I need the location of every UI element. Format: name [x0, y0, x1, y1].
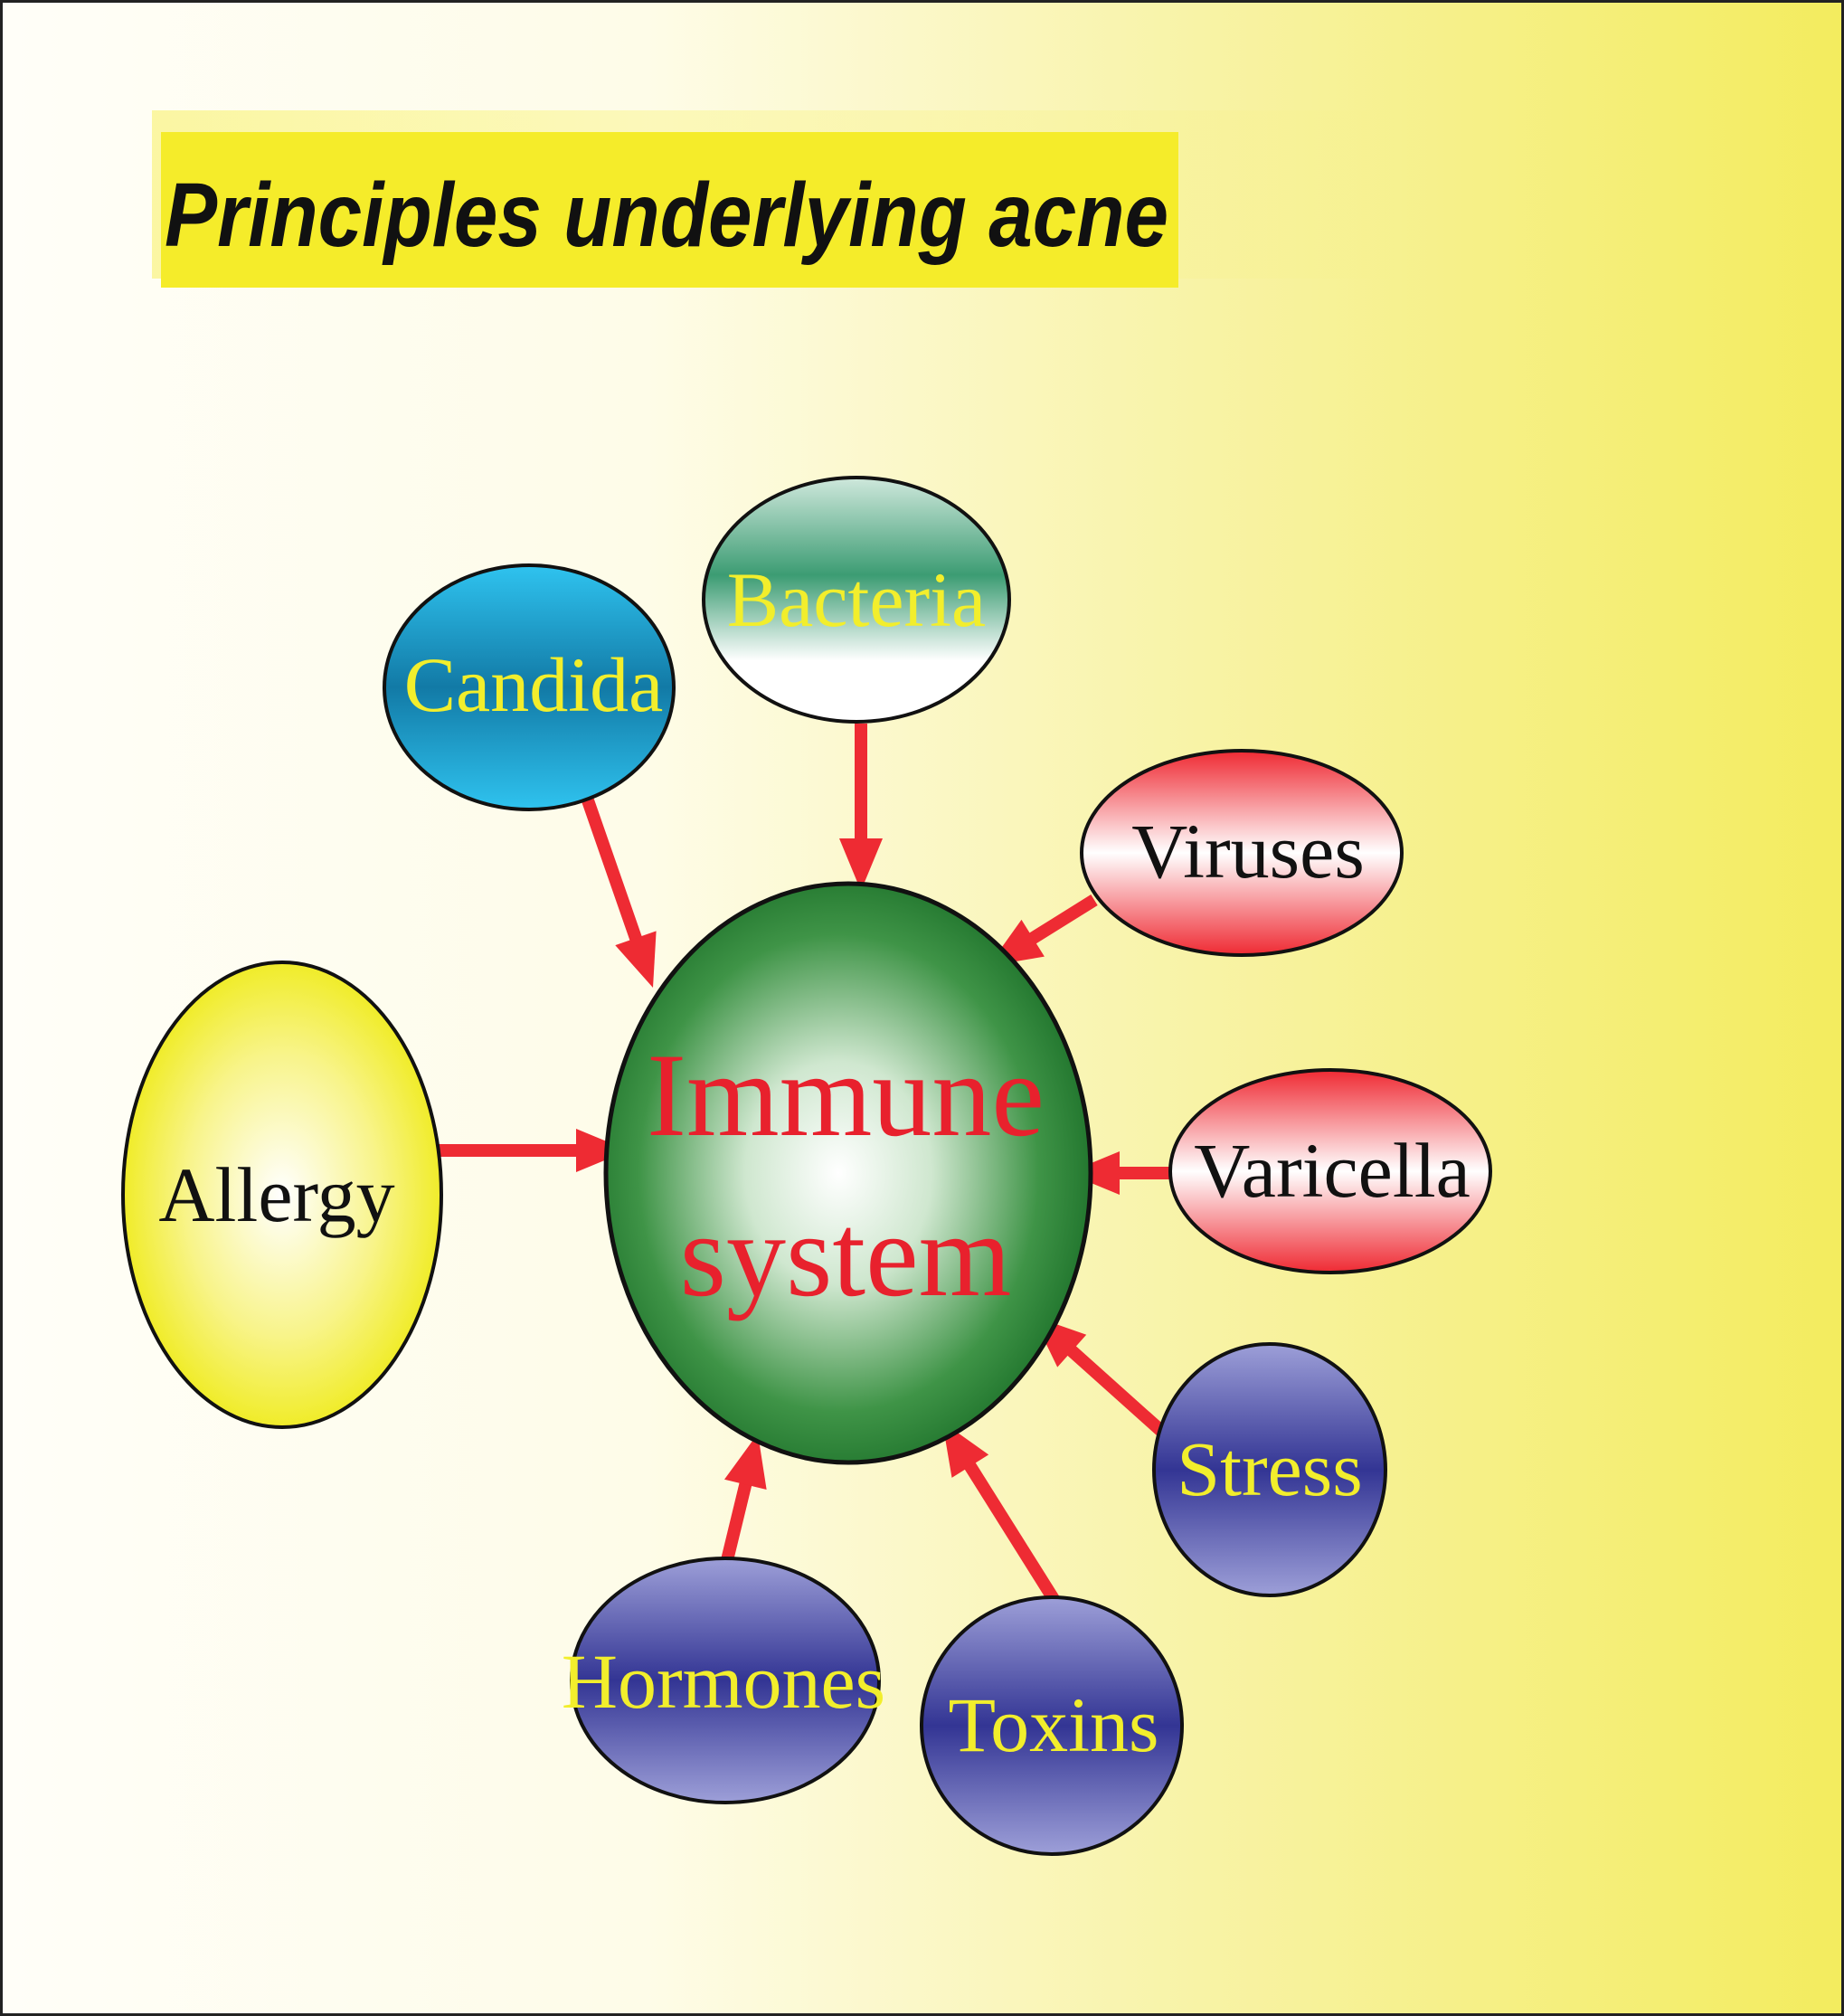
arrow-shaft: [582, 798, 643, 944]
arrow-shaft: [1026, 894, 1098, 946]
arrow-head: [576, 1129, 629, 1172]
immune-system-node: Immune system: [603, 881, 1093, 1465]
node-toxins: Toxins: [920, 1595, 1184, 1856]
arrow-head: [839, 838, 883, 891]
node-label: Candida: [404, 641, 664, 728]
node-bacteria: Bacteria: [702, 476, 1011, 724]
node-varicella: Varicella: [1168, 1068, 1492, 1274]
arrow-hormones-to-immune: [721, 1434, 767, 1562]
node-label: Allergy: [158, 1151, 394, 1238]
arrow-shaft: [721, 1479, 753, 1562]
node-viruses: Viruses: [1080, 749, 1404, 957]
arrow-head: [1067, 1151, 1120, 1195]
node-label: Toxins: [949, 1681, 1159, 1768]
immune-system-label-line1: Immune: [647, 1028, 1045, 1161]
immune-system-label-line2: system: [680, 1188, 1012, 1321]
node-label: Varicella: [1194, 1127, 1470, 1214]
arrow-shaft: [1064, 1343, 1167, 1437]
page-title: Principles underlying acne: [165, 165, 1168, 266]
node-allergy: Allergy: [121, 961, 443, 1429]
node-label: Stress: [1177, 1425, 1362, 1512]
node-label: Viruses: [1131, 808, 1365, 894]
arrow-bacteria-to-immune: [839, 724, 883, 891]
arrow-shaft: [962, 1460, 1059, 1603]
title-banner: Principles underlying acne: [152, 110, 1400, 288]
arrows: [416, 724, 1180, 1603]
arrow-candida-to-immune: [582, 798, 657, 988]
node-hormones: Hormones: [562, 1557, 885, 1804]
arrow-head: [723, 1434, 767, 1491]
node-label: Hormones: [562, 1638, 885, 1725]
node-candida: Candida: [383, 563, 676, 811]
node-stress: Stress: [1152, 1342, 1387, 1597]
arrow-head: [615, 931, 657, 988]
arrow-allergy-to-immune: [416, 1129, 629, 1172]
node-label: Bacteria: [727, 556, 986, 643]
